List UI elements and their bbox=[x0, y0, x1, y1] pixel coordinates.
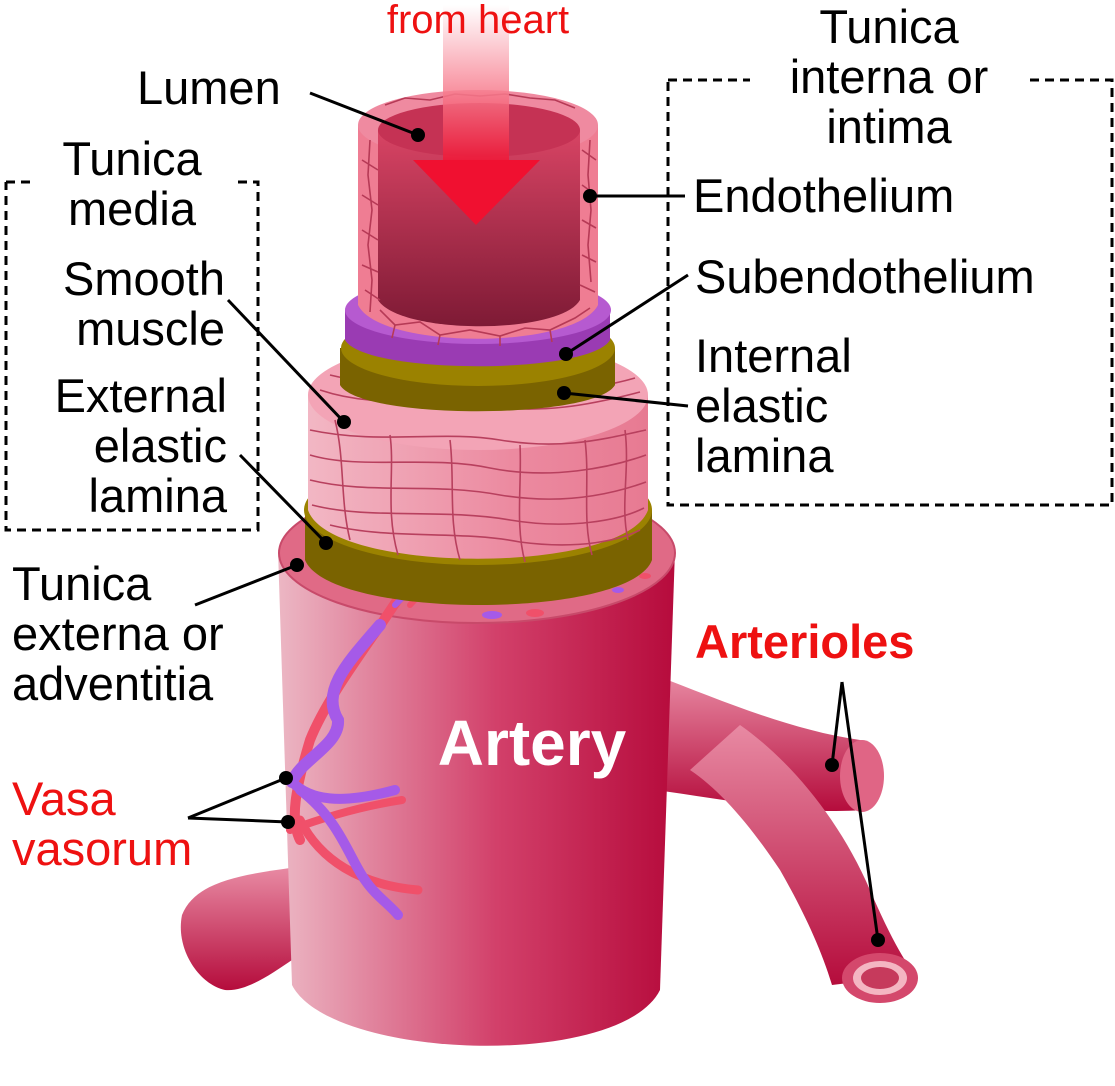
tunica-interna-box bbox=[666, 78, 1114, 507]
smooth-muscle-label-1: Smooth bbox=[63, 252, 225, 305]
tunica-interna-title-1: Tunica bbox=[819, 0, 959, 53]
down-arrow-icon bbox=[413, 5, 540, 225]
external-elastic-label-2: elastic bbox=[94, 419, 227, 472]
vasa-vasorum-label-1: Vasa bbox=[12, 772, 116, 825]
tunica-media-title-1: Tunica bbox=[62, 132, 202, 185]
arterioles bbox=[655, 675, 918, 1003]
endothelium-label: Endothelium bbox=[693, 169, 954, 222]
tunica-externa-label-3: adventitia bbox=[12, 657, 214, 710]
subendothelium-label: Subendothelium bbox=[695, 250, 1035, 303]
left-branch-vessel bbox=[180, 868, 292, 991]
internal-elastic-label-1: Internal bbox=[695, 329, 852, 382]
tunica-media-box bbox=[4, 180, 260, 532]
vasa-vasorum-vessels bbox=[286, 573, 651, 920]
arterioles-label: Arterioles bbox=[695, 615, 914, 668]
tunica-interna-title-2: interna or bbox=[790, 50, 989, 103]
tunica-interna-title-3: intima bbox=[826, 100, 952, 153]
external-elastic-label-3: lamina bbox=[89, 469, 228, 522]
leader-lines bbox=[187, 91, 885, 947]
tunica-externa-label-1: Tunica bbox=[12, 557, 152, 610]
internal-elastic-label-2: elastic bbox=[695, 379, 828, 432]
endothelium-tube bbox=[358, 90, 598, 346]
vasa-vasorum-label-2: vasorum bbox=[12, 822, 192, 875]
lumen-label: Lumen bbox=[137, 61, 281, 114]
external-elastic-label-1: External bbox=[55, 369, 227, 422]
internal-elastic-label-3: lamina bbox=[695, 429, 834, 482]
smooth-muscle-label-2: muscle bbox=[76, 302, 225, 355]
tunica-media-title-2: media bbox=[68, 182, 197, 235]
flow-label: from heart bbox=[387, 0, 569, 42]
artery-label: Artery bbox=[438, 707, 627, 779]
tunica-externa-label-2: externa or bbox=[12, 607, 224, 660]
